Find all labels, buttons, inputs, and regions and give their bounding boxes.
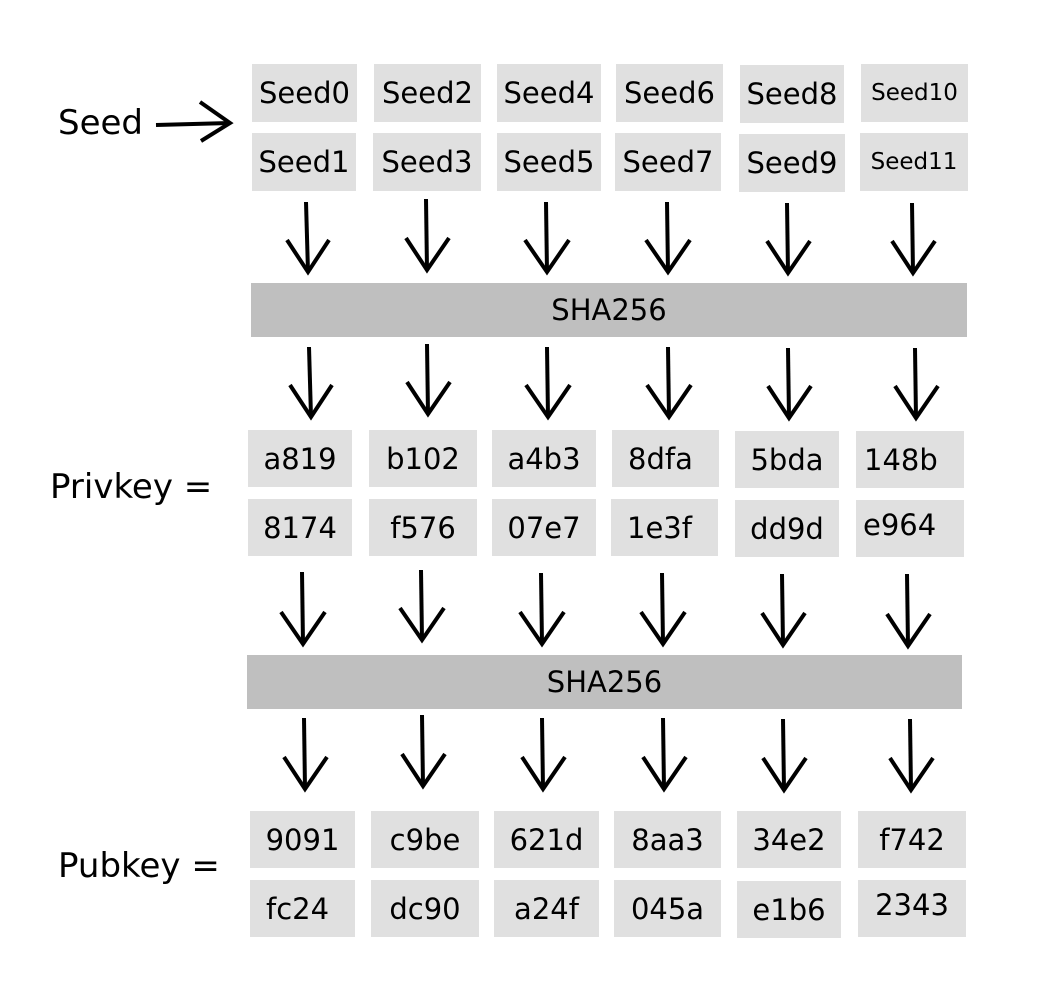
pubkey-label: Pubkey = <box>58 846 220 886</box>
down-arrow-icon <box>890 202 937 277</box>
pubkey-cell: a24f <box>494 880 599 937</box>
seed-label: Seed <box>58 103 143 143</box>
pubkey-cell: 045a <box>614 880 721 937</box>
down-arrow-icon <box>398 569 446 644</box>
sha256-bar-bottom: SHA256 <box>247 655 962 709</box>
privkey-cell: f576 <box>369 499 477 556</box>
down-arrow-icon <box>885 573 932 650</box>
privkey-cell: a4b3 <box>492 430 596 487</box>
seed-cell: Seed9 <box>739 134 845 192</box>
privkey-cell: 8174 <box>248 499 352 556</box>
privkey-cell: 1e3f <box>611 499 718 556</box>
down-arrow-icon <box>893 347 940 422</box>
seed-cell: Seed3 <box>373 133 481 191</box>
down-arrow-icon <box>518 572 566 648</box>
privkey-cell: dd9d <box>735 500 839 557</box>
down-arrow-icon <box>285 201 331 276</box>
down-arrow-icon <box>279 571 327 648</box>
seed-cell: Seed10 <box>861 64 968 122</box>
pubkey-cell: 2343 <box>858 880 966 937</box>
privkey-cell: e964 <box>856 500 964 557</box>
down-arrow-icon <box>644 201 692 276</box>
seed-cell: Seed5 <box>497 133 601 191</box>
pubkey-cell: fc24 <box>250 880 355 937</box>
down-arrow-icon <box>400 714 447 790</box>
down-arrow-icon <box>282 717 329 793</box>
seed-cell: Seed11 <box>860 133 968 191</box>
seed-cell: Seed6 <box>616 64 723 122</box>
down-arrow-icon <box>523 201 571 276</box>
down-arrow-icon <box>761 718 808 794</box>
sha256-bar-top: SHA256 <box>251 283 967 337</box>
seed-cell: Seed2 <box>374 64 481 122</box>
down-arrow-icon <box>645 346 693 421</box>
down-arrow-icon <box>404 198 451 274</box>
down-arrow-icon <box>520 717 567 793</box>
down-arrow-icon <box>760 573 807 649</box>
seed-cell: Seed0 <box>252 64 357 122</box>
privkey-cell: b102 <box>369 430 477 487</box>
privkey-cell: 8dfa <box>612 430 719 487</box>
privkey-cell: 148b <box>856 431 964 488</box>
seed-cell: Seed1 <box>252 133 356 191</box>
pubkey-cell: 621d <box>494 811 599 868</box>
pubkey-cell: 8aa3 <box>614 811 721 868</box>
down-arrow-icon <box>766 347 813 422</box>
seed-pointer-arrow-icon <box>155 100 234 143</box>
down-arrow-icon <box>765 202 812 277</box>
seed-cell: Seed7 <box>615 133 721 191</box>
seed-cell: Seed4 <box>497 64 601 122</box>
down-arrow-icon <box>641 717 688 793</box>
pubkey-cell: 34e2 <box>737 811 841 868</box>
pubkey-cell: f742 <box>858 811 966 868</box>
privkey-cell: 07e7 <box>492 499 596 556</box>
pubkey-cell: 9091 <box>250 811 355 868</box>
pubkey-cell: c9be <box>371 811 479 868</box>
down-arrow-icon <box>639 572 687 648</box>
down-arrow-icon <box>405 343 452 418</box>
privkey-cell: 5bda <box>735 431 839 488</box>
privkey-cell: a819 <box>248 430 352 487</box>
seed-cell: Seed8 <box>740 65 844 123</box>
privkey-label: Privkey = <box>50 467 213 507</box>
pubkey-cell: dc90 <box>371 880 479 937</box>
down-arrow-icon <box>288 346 334 421</box>
down-arrow-icon <box>524 346 572 421</box>
down-arrow-icon <box>888 718 935 794</box>
pubkey-cell: e1b6 <box>737 881 841 938</box>
